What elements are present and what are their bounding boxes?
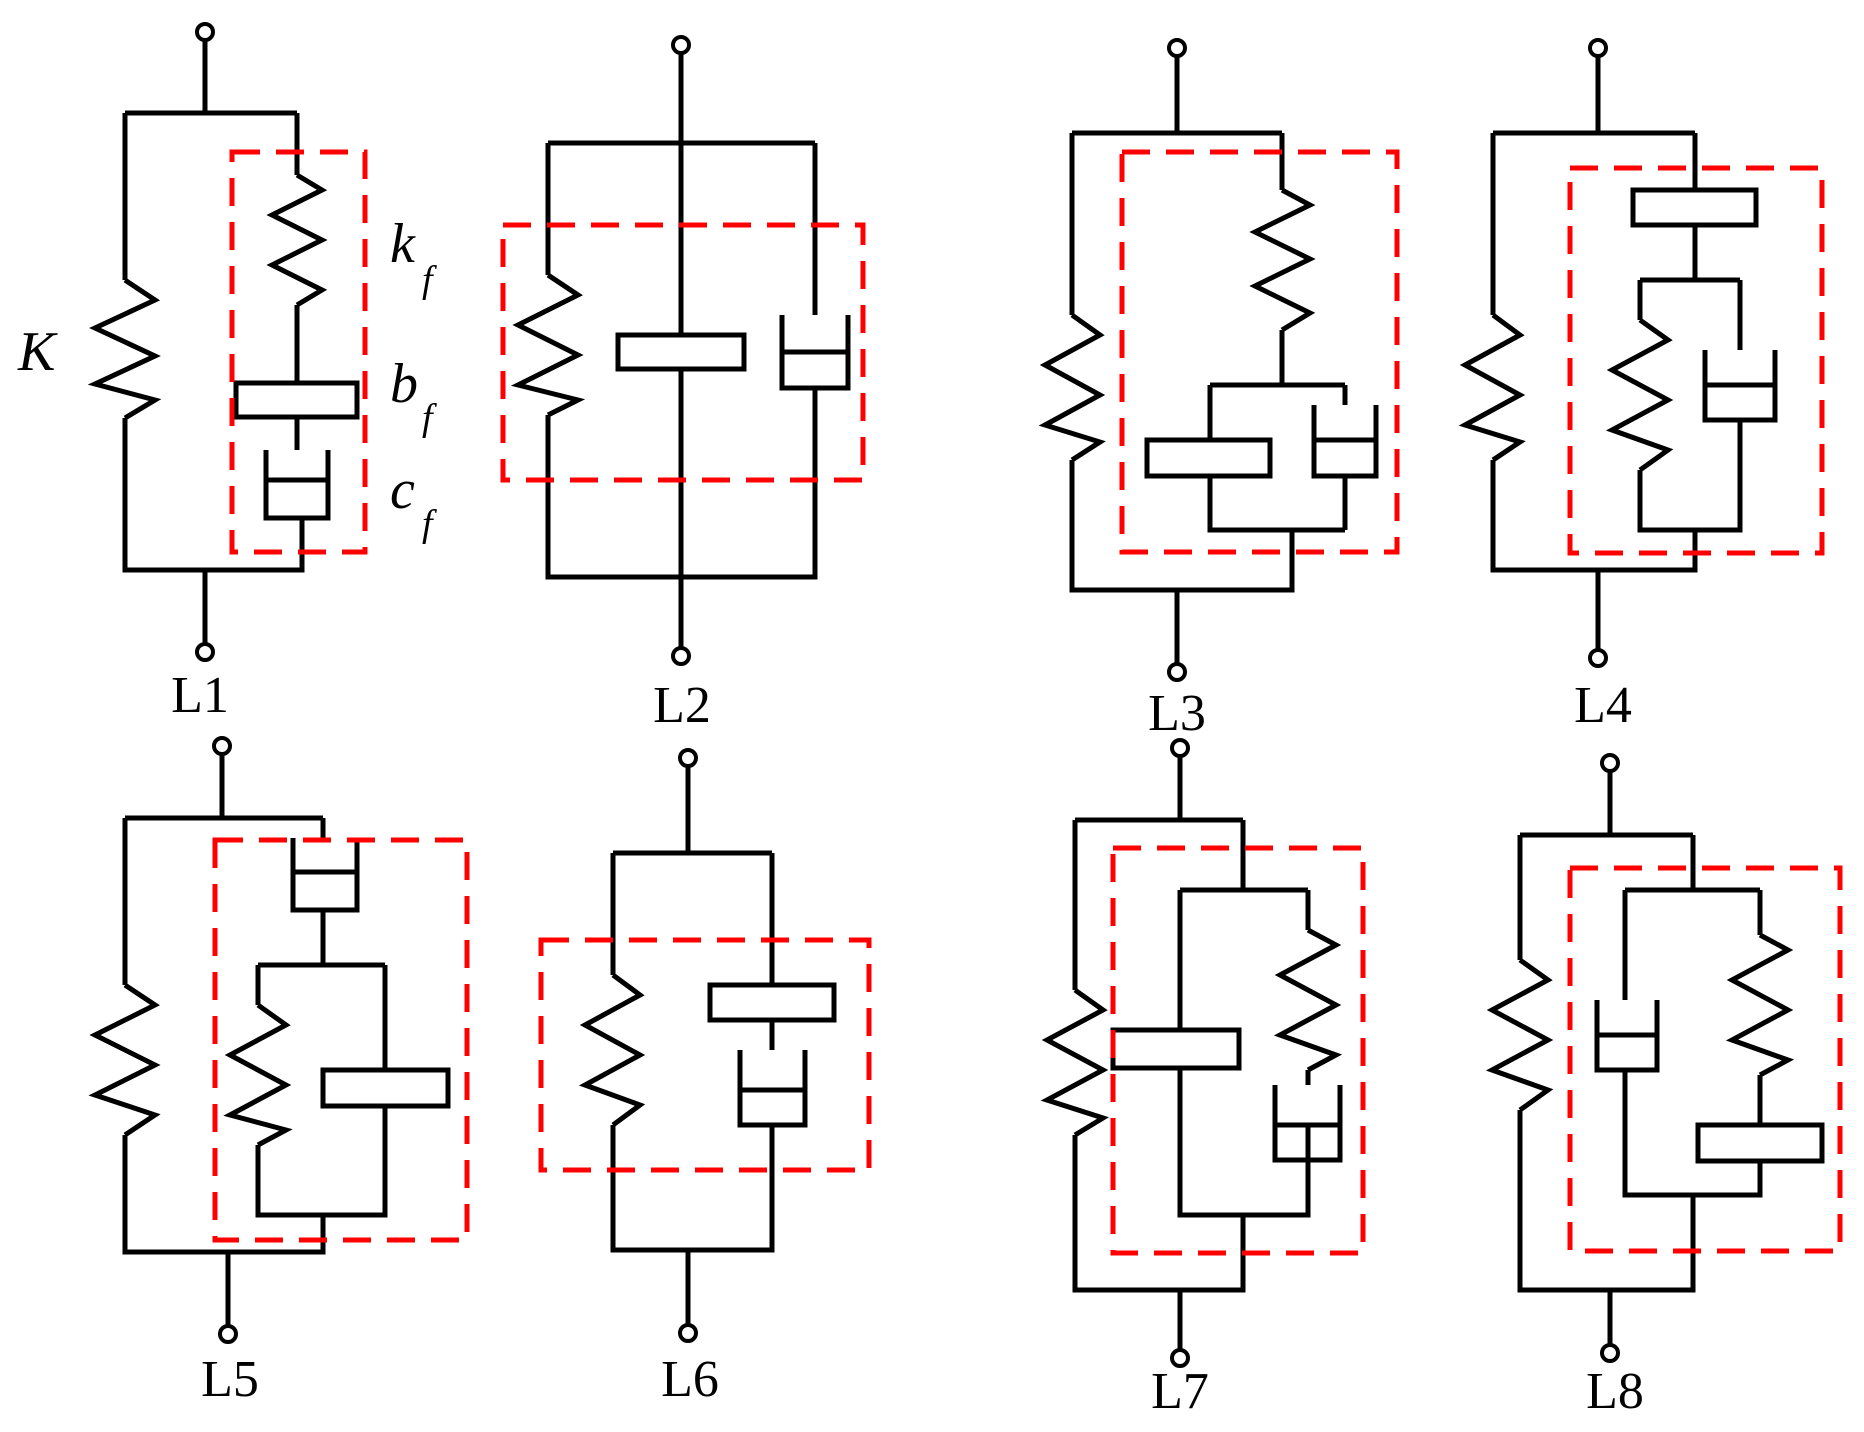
spring-K [1458, 312, 1526, 463]
bottom-terminal [195, 642, 215, 662]
highlight-box [1119, 149, 1400, 555]
spring [578, 972, 646, 1128]
model-label: L6 [661, 1351, 719, 1408]
spring-kf [1605, 317, 1674, 473]
frame-wire [610, 853, 775, 1325]
highlight-box [1567, 865, 1843, 1254]
spring-K [1040, 987, 1109, 1138]
model-l8: L8 [1485, 753, 1843, 1420]
spring-K [1038, 312, 1106, 463]
inerter [320, 1067, 451, 1109]
bottom-terminal [671, 646, 691, 666]
frame-wire [1490, 56, 1695, 315]
bottom-terminal [1167, 662, 1187, 682]
model-label: L1 [171, 667, 229, 724]
frame-wire [545, 140, 818, 580]
model-label: L3 [1148, 685, 1206, 742]
damper [1272, 1070, 1343, 1163]
model-label: L2 [653, 677, 711, 734]
inerter [615, 332, 747, 372]
frame-wire [1490, 460, 1698, 650]
damper [1702, 350, 1778, 423]
spring-K [88, 982, 161, 1138]
spring-K [1485, 957, 1554, 1113]
bottom-terminal [1588, 648, 1608, 668]
model-l6: L6 [538, 748, 872, 1408]
highlight-box [538, 937, 872, 1173]
frame-wire [122, 40, 297, 280]
inerter [1144, 437, 1273, 479]
model-l5: L5 [88, 736, 470, 1408]
model-l3: L3 [1038, 38, 1400, 742]
top-terminal [678, 748, 698, 768]
spring-kf [1249, 187, 1316, 333]
highlight-box [229, 149, 368, 555]
damper [737, 1050, 808, 1128]
inerter [707, 982, 837, 1023]
symbol-kf-subscript: f [422, 259, 437, 301]
inerter [1695, 1122, 1825, 1164]
damper [1311, 405, 1379, 479]
top-terminal [1167, 38, 1187, 58]
spring [1273, 927, 1343, 1073]
frame-wire [1517, 1110, 1696, 1345]
spring [223, 1002, 293, 1148]
highlight-box [1567, 165, 1825, 556]
model-label: L7 [1151, 1363, 1209, 1420]
inerter [1110, 1027, 1242, 1071]
branch-wire [1207, 330, 1348, 533]
symbol-bf: b [390, 353, 418, 415]
symbol-cf-subscript: f [422, 503, 437, 545]
branch-wire [1637, 225, 1743, 533]
highlight-box [1110, 845, 1366, 1256]
top-terminal [671, 35, 691, 55]
model-label: L4 [1574, 677, 1632, 734]
spring [510, 272, 586, 418]
bottom-terminal [218, 1324, 238, 1344]
frame-wire [122, 1135, 326, 1326]
frame-wire [122, 754, 323, 985]
model-l4: L4 [1458, 38, 1825, 734]
bottom-terminal [678, 1323, 698, 1343]
top-terminal [1600, 753, 1620, 773]
top-terminal [212, 736, 232, 756]
model-label: L5 [201, 1351, 259, 1408]
frame-wire [610, 766, 772, 975]
top-terminal [195, 22, 215, 42]
bottom-terminal [1170, 1348, 1190, 1368]
symbol-bf-subscript: f [422, 397, 437, 439]
frame-wire [1072, 1135, 1246, 1350]
model-l2: L2 [500, 35, 866, 734]
symbol-cf: c [390, 459, 415, 521]
damper [290, 818, 360, 913]
damper-cf [263, 417, 331, 521]
spring-K [87, 277, 162, 421]
highlight-box [212, 837, 470, 1243]
frame-wire [1072, 756, 1243, 990]
damper [779, 315, 851, 391]
inerter [1630, 187, 1759, 228]
branch-wire [1177, 820, 1311, 1218]
branch-wire [255, 910, 388, 1218]
spring-kf [266, 172, 328, 308]
bottom-terminal [1600, 1343, 1620, 1363]
symbol-kf: k [390, 213, 416, 275]
top-terminal [1588, 38, 1608, 58]
damper [1594, 1000, 1660, 1073]
top-terminal [1170, 738, 1190, 758]
spring [1725, 932, 1795, 1078]
symbol-K: K [17, 321, 58, 383]
frame-wire [122, 418, 305, 573]
highlight-box [500, 222, 866, 483]
frame-wire [1517, 771, 1693, 960]
frame-wire [1069, 56, 1282, 315]
model-l1: K k f b f c f L1 [17, 22, 437, 724]
model-label: L8 [1586, 1363, 1644, 1420]
branch-wire [1622, 835, 1763, 1198]
model-l7: L7 [1040, 738, 1366, 1420]
frame-wire [1069, 460, 1295, 664]
inerter-bf [233, 380, 360, 420]
